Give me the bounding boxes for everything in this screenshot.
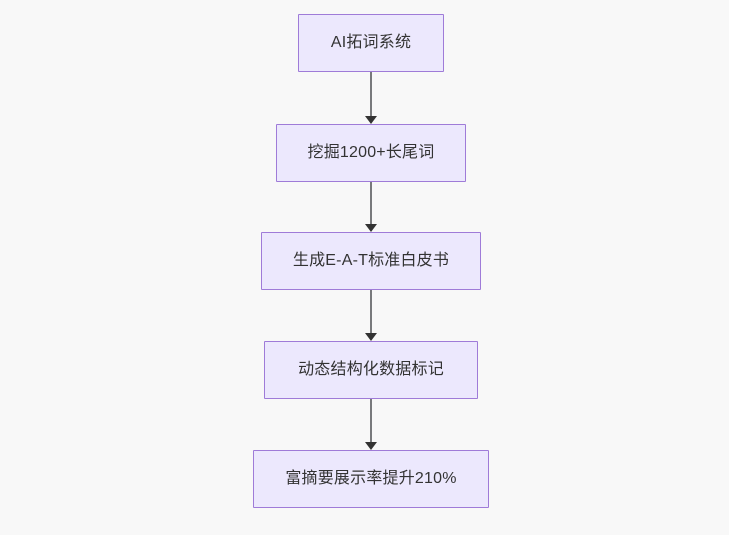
arrowhead-icon	[365, 116, 377, 124]
flowchart-node-generate-eat-whitepaper[interactable]: 生成E-A-T标准白皮书	[261, 232, 481, 290]
edge-n2-n3	[364, 182, 378, 232]
edge-line	[370, 290, 372, 334]
edge-line	[370, 72, 372, 117]
edge-n4-n5	[364, 399, 378, 450]
flowchart-node-label: 动态结构化数据标记	[298, 361, 444, 379]
flowchart-node-rich-snippet-impression-lift[interactable]: 富摘要展示率提升210%	[253, 450, 489, 508]
flowchart-node-dynamic-structured-data-markup[interactable]: 动态结构化数据标记	[264, 341, 478, 399]
flowchart-node-mine-longtail-keywords[interactable]: 挖掘1200+长尾词	[276, 124, 466, 182]
edge-n3-n4	[364, 290, 378, 341]
flowchart-node-label: 富摘要展示率提升210%	[285, 470, 457, 488]
arrowhead-icon	[365, 442, 377, 450]
flowchart-node-label: 挖掘1200+长尾词	[307, 144, 435, 162]
flowchart-node-label: AI拓词系统	[330, 34, 412, 52]
flowchart-node-label: 生成E-A-T标准白皮书	[292, 252, 450, 270]
edge-n1-n2	[364, 72, 378, 124]
arrowhead-icon	[365, 333, 377, 341]
flowchart-node-ai-keyword-system[interactable]: AI拓词系统	[298, 14, 444, 72]
edge-line	[370, 399, 372, 443]
arrowhead-icon	[365, 224, 377, 232]
edge-line	[370, 182, 372, 225]
